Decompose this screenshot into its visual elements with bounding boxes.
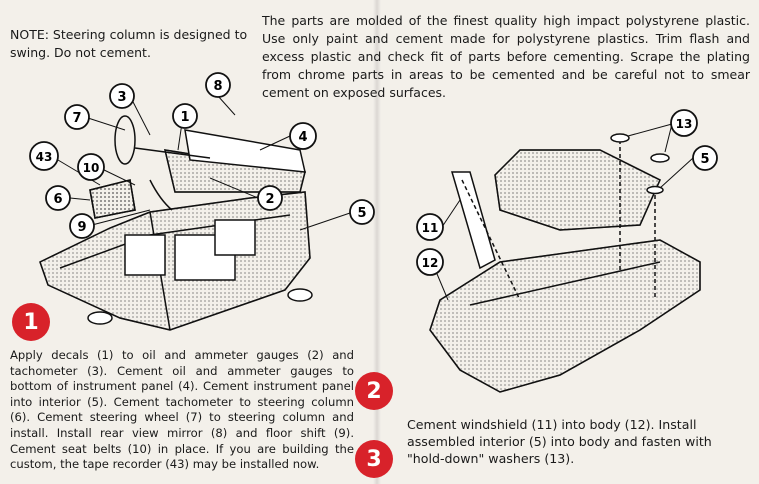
svg-text:7: 7 [72, 111, 81, 126]
callout-10: 10 [77, 153, 105, 181]
callout-4: 4 [289, 122, 317, 150]
svg-text:5: 5 [357, 206, 366, 221]
callout-2: 2 [257, 185, 283, 211]
svg-text:2: 2 [265, 192, 274, 207]
callout-7: 7 [64, 104, 90, 130]
callout-8: 8 [205, 72, 231, 98]
callout-6: 6 [45, 185, 71, 211]
step-3-badge: 3 [355, 440, 393, 478]
body-and-windshield [429, 133, 701, 393]
svg-text:11: 11 [422, 221, 439, 235]
interior-assembly-illustration: 3 8 7 1 4 43 10 6 [29, 72, 375, 331]
interior-tub [39, 115, 313, 331]
svg-text:8: 8 [213, 79, 222, 94]
svg-text:6: 6 [53, 192, 62, 207]
svg-text:5: 5 [700, 152, 709, 167]
svg-text:12: 12 [422, 256, 439, 270]
parts-intro: The parts are molded of the finest quali… [262, 13, 750, 100]
svg-text:10: 10 [83, 161, 100, 175]
callout-1: 1 [172, 103, 198, 129]
callout-43: 43 [29, 141, 59, 171]
callout-5-right: 5 [692, 145, 718, 171]
step-2-badge: 2 [355, 372, 393, 410]
body-assembly-illustration: 13 5 11 12 [416, 109, 718, 393]
svg-text:4: 4 [298, 130, 307, 145]
step-1-badge: 1 [12, 303, 50, 341]
step-2-instructions: Cement windshield (11) into body (12). I… [407, 417, 712, 466]
svg-text:9: 9 [77, 220, 86, 235]
page-fold [373, 0, 381, 484]
callout-3: 3 [109, 83, 135, 109]
callout-9: 9 [69, 213, 95, 239]
callout-5-left: 5 [349, 199, 375, 225]
svg-text:13: 13 [676, 117, 693, 131]
svg-text:43: 43 [36, 150, 53, 164]
callout-13: 13 [670, 109, 698, 137]
step-1-instructions: Apply decals (1) to oil and ammeter gaug… [10, 348, 354, 472]
steering-note: NOTE: Steering column is designed to swi… [10, 27, 248, 60]
callout-12: 12 [416, 248, 444, 276]
callout-11: 11 [416, 213, 444, 241]
svg-text:3: 3 [117, 90, 126, 105]
svg-text:1: 1 [180, 110, 189, 125]
